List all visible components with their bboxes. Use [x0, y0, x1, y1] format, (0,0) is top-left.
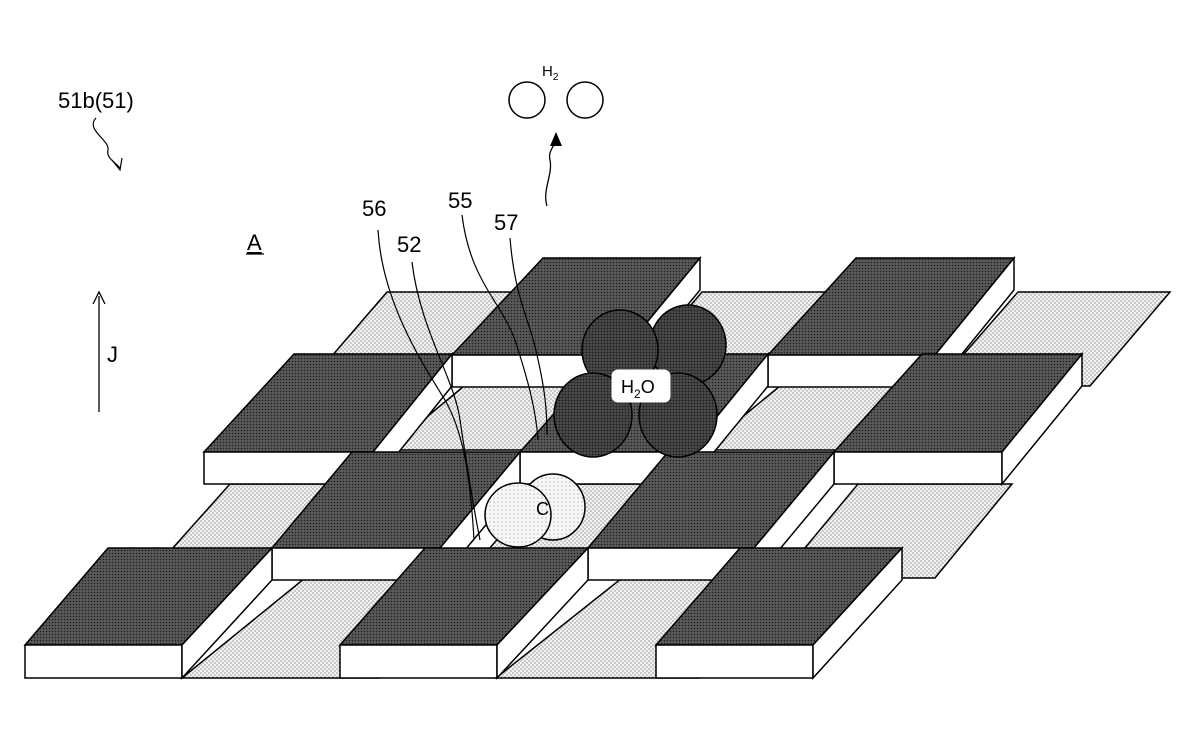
h2-label: H2 [542, 63, 559, 83]
leader-line-57 [509, 237, 548, 436]
h2-release-arrowhead [550, 132, 562, 146]
leader-line-55 [461, 214, 539, 441]
block [654, 546, 904, 680]
block [23, 546, 274, 680]
region-a-label: A [247, 230, 262, 255]
leader-line-52 [411, 261, 481, 541]
block [338, 546, 590, 680]
h2-molecule [508, 81, 604, 119]
block [766, 255, 1016, 390]
raised-blocks [23, 255, 1084, 680]
ref-57-label: 57 [494, 210, 518, 235]
leader-line-51b [92, 117, 121, 169]
h2o-label: H2O [621, 377, 655, 401]
block [270, 449, 522, 583]
hydrogen-atom [566, 81, 604, 119]
block [832, 351, 1084, 487]
carbon-label: C [536, 499, 549, 519]
arrow-51b-head [111, 157, 123, 172]
ref-52-label: 52 [397, 232, 421, 257]
ref-51b-label: 51b(51) [58, 88, 134, 113]
direction-j-label: J [107, 342, 118, 367]
carbon-atom [484, 482, 552, 548]
carbon-atoms [484, 473, 586, 548]
hydrogen-atom [508, 81, 546, 119]
h2o-label-box [611, 369, 671, 403]
h2-release-arrow [545, 139, 557, 207]
ref-56-label: 56 [362, 196, 386, 221]
leader-lines [92, 117, 548, 541]
leader-line-56 [377, 229, 475, 541]
ref-55-label: 55 [448, 188, 472, 213]
j-arrow-head [92, 290, 106, 305]
